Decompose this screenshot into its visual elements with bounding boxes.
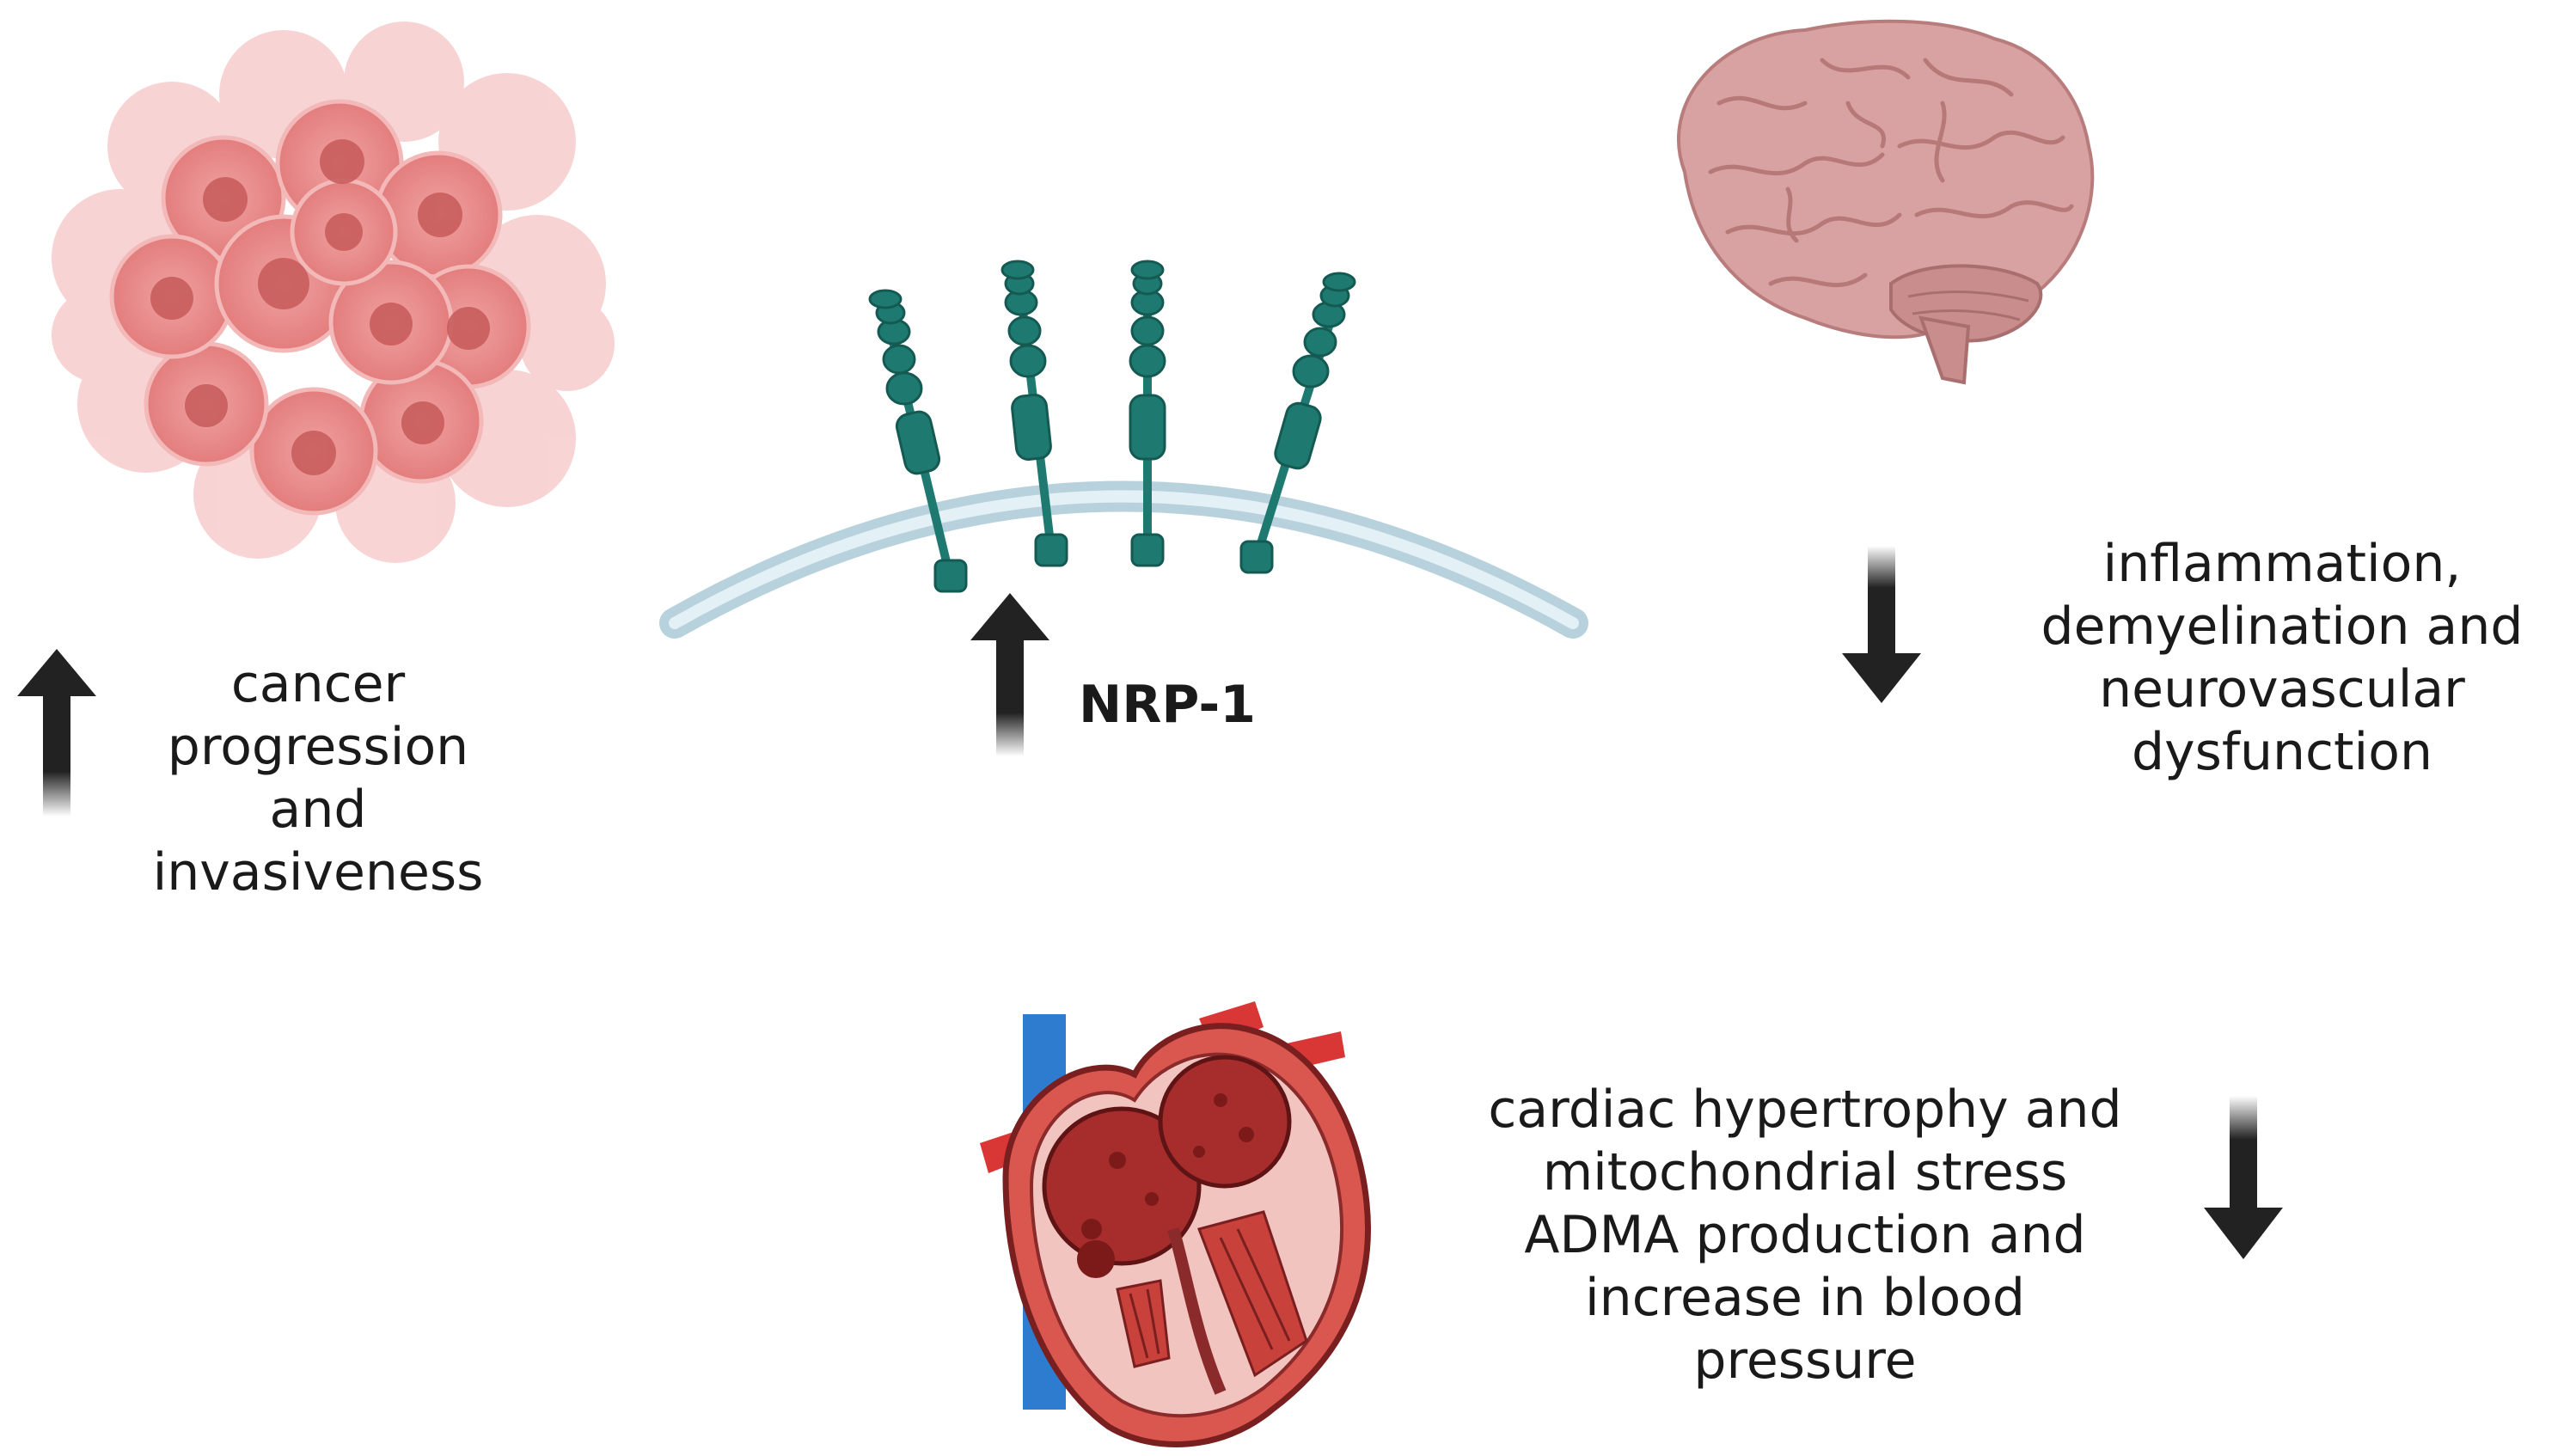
effect-line: mitochondrial stress <box>1542 1142 2068 1202</box>
brain-icon <box>1677 19 2095 385</box>
effect-line: and <box>269 780 367 840</box>
heart-effect-text: cardiac hypertrophy and mitochondrial st… <box>1427 1079 2183 1392</box>
heart-icon <box>980 1001 1371 1447</box>
brain-effect-text: inflammation, demyelination and neurovas… <box>2003 533 2561 784</box>
arrow-down-icon <box>2204 1096 2283 1259</box>
tumor-cells-icon <box>52 21 615 563</box>
nrp1-label: NRP-1 <box>1079 675 1256 735</box>
effect-line: increase in blood <box>1585 1268 2025 1328</box>
effect-line: cardiac hypertrophy and <box>1488 1080 2122 1140</box>
effect-line: ADMA production and <box>1524 1205 2086 1265</box>
nrp1-receptor <box>1239 272 1356 574</box>
arrow-up-icon <box>970 593 1049 756</box>
nrp1-receptor <box>1000 260 1068 567</box>
effect-line: inflammation, <box>2102 534 2462 594</box>
effect-line: demyelination and <box>2041 596 2524 657</box>
effect-line: neurovascular <box>2099 659 2465 719</box>
cell-membrane <box>659 480 1588 639</box>
effect-line: invasiveness <box>152 842 484 902</box>
effect-line: dysfunction <box>2132 722 2432 782</box>
arrow-up-icon <box>17 649 96 817</box>
effect-line: cancer <box>230 654 406 714</box>
cancer-effect-text: cancer progression and invasiveness <box>112 653 524 904</box>
nrp1-receptor <box>868 289 968 593</box>
arrow-down-icon <box>1842 546 1921 703</box>
effect-line: pressure <box>1693 1331 1917 1391</box>
effect-line: progression <box>167 717 469 777</box>
nrp1-receptor <box>1129 260 1166 567</box>
